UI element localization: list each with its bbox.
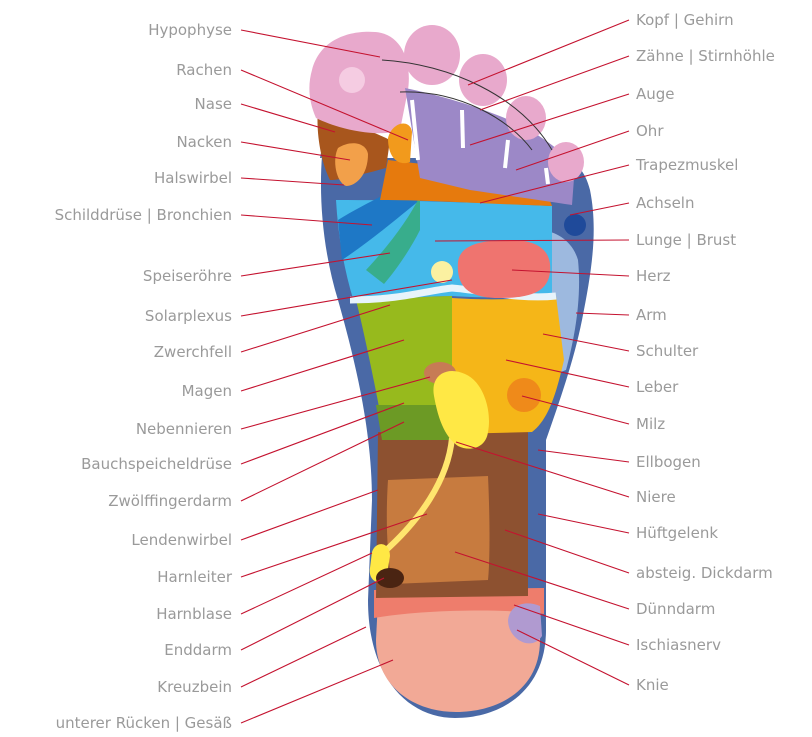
label-herz: Herz	[636, 267, 671, 285]
label-leber: Leber	[636, 378, 679, 396]
pituitary-dot	[339, 67, 365, 93]
label-nase: Nase	[195, 95, 232, 113]
leader-line-lendenwirbel	[241, 490, 378, 540]
label-harnblase: Harnblase	[156, 605, 232, 623]
label-absteig-dickdarm: absteig. Dickdarm	[636, 564, 773, 582]
spleen-organ	[507, 378, 541, 412]
label-achseln: Achseln	[636, 194, 694, 212]
label-hüftgelenk: Hüftgelenk	[636, 524, 718, 542]
label-schilddrüse-bronchien: Schilddrüse | Bronchien	[55, 206, 232, 224]
solarplexus-dot	[431, 261, 453, 283]
rectum-spot	[376, 568, 404, 588]
leader-line-arm	[576, 313, 629, 315]
label-milz: Milz	[636, 415, 665, 433]
label-schulter: Schulter	[636, 342, 699, 360]
label-lunge-brust: Lunge | Brust	[636, 231, 736, 249]
heart-organ	[458, 240, 550, 298]
toe-gap-2	[462, 110, 463, 148]
foot-illustration	[309, 25, 593, 718]
label-arm: Arm	[636, 306, 667, 324]
label-solarplexus: Solarplexus	[145, 307, 232, 325]
left-labels: HypophyseRachenNaseNackenHalswirbelSchil…	[55, 21, 233, 732]
toe-gap-4	[546, 168, 548, 184]
label-zwerchfell: Zwerchfell	[154, 343, 232, 361]
label-speiseröhre: Speiseröhre	[143, 267, 232, 285]
label-magen: Magen	[182, 382, 232, 400]
leader-line-harnblase	[241, 553, 372, 614]
label-zwölffingerdarm: Zwölffingerdarm	[108, 492, 232, 510]
toe-2	[404, 25, 460, 85]
leader-line-hüftgelenk	[538, 514, 629, 533]
label-halswirbel: Halswirbel	[154, 169, 232, 187]
label-bauchspeicheldrüse: Bauchspeicheldrüse	[81, 455, 232, 473]
armpit-dot	[564, 214, 586, 236]
leader-line-ellbogen	[538, 450, 629, 462]
leader-line-unterer-rücken-gesäß	[241, 660, 393, 723]
label-hypophyse: Hypophyse	[148, 21, 232, 39]
label-trapezmuskel: Trapezmuskel	[635, 156, 738, 174]
label-ischiasnerv: Ischiasnerv	[636, 636, 721, 654]
label-harnleiter: Harnleiter	[157, 568, 233, 586]
label-dünndarm: Dünndarm	[636, 600, 715, 618]
label-auge: Auge	[636, 85, 675, 103]
label-ellbogen: Ellbogen	[636, 453, 701, 471]
label-nacken: Nacken	[176, 133, 232, 151]
label-enddarm: Enddarm	[164, 641, 232, 659]
label-niere: Niere	[636, 488, 676, 506]
label-nebennieren: Nebennieren	[136, 420, 232, 438]
label-lendenwirbel: Lendenwirbel	[131, 531, 232, 549]
label-rachen: Rachen	[176, 61, 232, 79]
leader-line-kopf-gehirn	[468, 20, 629, 85]
label-zähne-stirnhöhle: Zähne | Stirnhöhle	[636, 47, 775, 65]
label-ohr: Ohr	[636, 122, 664, 140]
label-kopf-gehirn: Kopf | Gehirn	[636, 11, 734, 29]
label-unterer-rücken-gesäß: unterer Rücken | Gesäß	[56, 714, 232, 732]
label-kreuzbein: Kreuzbein	[157, 678, 232, 696]
leader-line-kreuzbein	[241, 627, 366, 687]
leader-line-enddarm	[241, 578, 384, 650]
label-knie: Knie	[636, 676, 669, 694]
